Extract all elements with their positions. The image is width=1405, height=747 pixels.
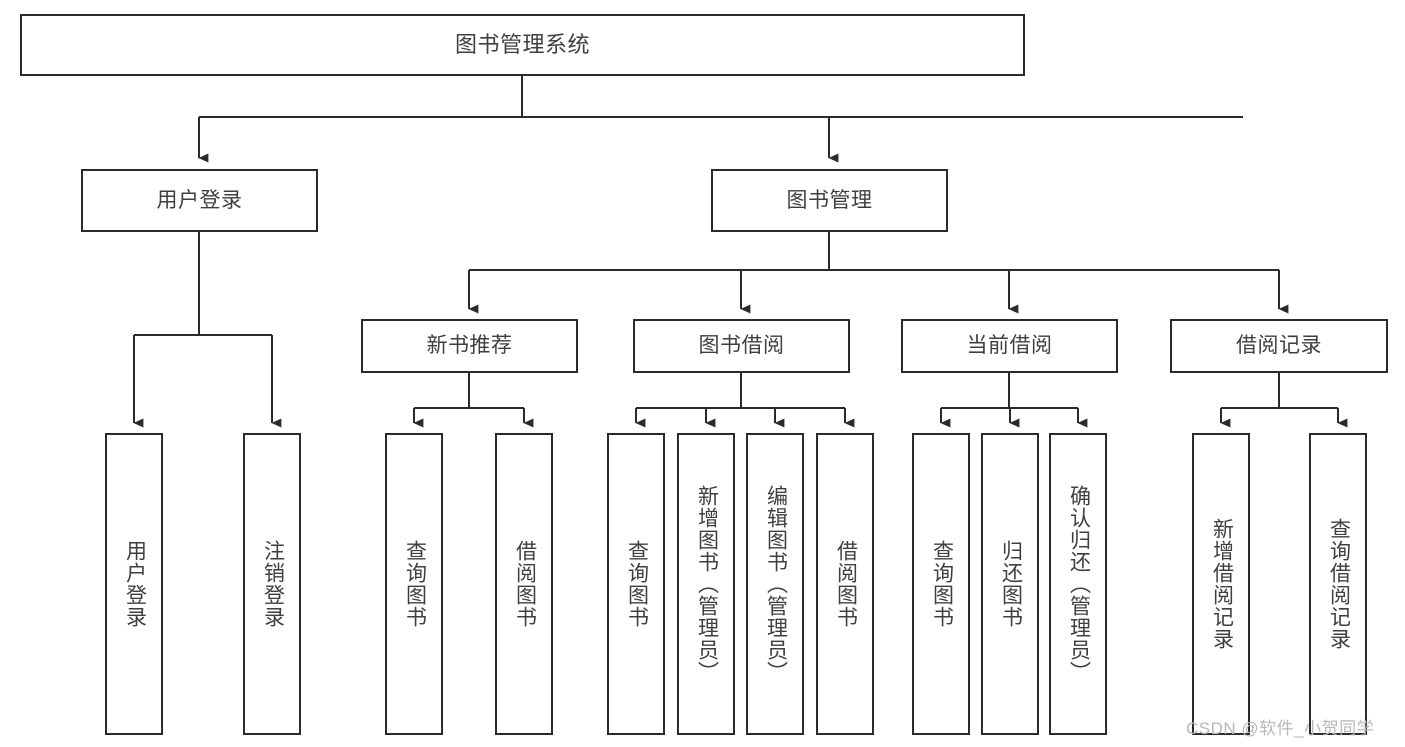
node-leaf-cur-confirm-label: 确认归还（管理员） (1067, 485, 1091, 683)
node-leaf-cur-query[interactable]: 查询图书 (912, 433, 970, 735)
node-leaf-rec-query-label: 查询图书 (403, 540, 427, 628)
node-leaf-rec-add[interactable]: 新增借阅记录 (1192, 433, 1250, 735)
node-new-book-rec[interactable]: 新书推荐 (361, 319, 578, 373)
node-leaf-rec-borrow-label: 借阅图书 (513, 540, 537, 628)
node-leaf-user-login-label: 用户登录 (123, 540, 147, 628)
node-leaf-rec-query[interactable]: 查询图书 (385, 433, 443, 735)
node-book-manage-label: 图书管理 (786, 188, 873, 212)
node-current-borrow[interactable]: 当前借阅 (901, 319, 1118, 373)
node-root[interactable]: 图书管理系统 (20, 14, 1025, 76)
node-leaf-borrow-lend[interactable]: 借阅图书 (816, 433, 874, 735)
node-new-book-rec-label: 新书推荐 (426, 334, 513, 358)
node-leaf-user-login[interactable]: 用户登录 (105, 433, 163, 735)
node-leaf-rec-search-label: 查询借阅记录 (1327, 518, 1351, 650)
node-leaf-user-logout-label: 注销登录 (261, 540, 285, 628)
node-leaf-borrow-add-label: 新增图书（管理员） (695, 485, 719, 683)
node-leaf-cur-confirm[interactable]: 确认归还（管理员） (1049, 433, 1107, 735)
node-leaf-borrow-query[interactable]: 查询图书 (607, 433, 665, 735)
node-leaf-borrow-lend-label: 借阅图书 (834, 540, 858, 628)
node-leaf-cur-return[interactable]: 归还图书 (981, 433, 1039, 735)
node-leaf-cur-return-label: 归还图书 (999, 540, 1023, 628)
node-leaf-borrow-add[interactable]: 新增图书（管理员） (677, 433, 735, 735)
node-borrow-record-label: 借阅记录 (1236, 334, 1322, 358)
node-leaf-rec-add-label: 新增借阅记录 (1210, 518, 1234, 650)
node-leaf-borrow-edit-label: 编辑图书（管理员） (764, 485, 788, 683)
node-borrow-record[interactable]: 借阅记录 (1170, 319, 1388, 373)
node-leaf-user-logout[interactable]: 注销登录 (243, 433, 301, 735)
node-user-login-label: 用户登录 (156, 188, 243, 212)
node-root-label: 图书管理系统 (454, 31, 590, 57)
node-leaf-borrow-query-label: 查询图书 (625, 540, 649, 628)
node-book-manage[interactable]: 图书管理 (711, 169, 948, 232)
node-leaf-borrow-edit[interactable]: 编辑图书（管理员） (746, 433, 804, 735)
node-book-borrow-label: 图书借阅 (698, 334, 785, 358)
node-book-borrow[interactable]: 图书借阅 (633, 319, 850, 373)
node-leaf-cur-query-label: 查询图书 (930, 540, 954, 628)
node-user-login[interactable]: 用户登录 (81, 169, 318, 232)
node-current-borrow-label: 当前借阅 (966, 334, 1053, 358)
node-leaf-rec-borrow[interactable]: 借阅图书 (495, 433, 553, 735)
node-leaf-rec-search[interactable]: 查询借阅记录 (1309, 433, 1367, 735)
